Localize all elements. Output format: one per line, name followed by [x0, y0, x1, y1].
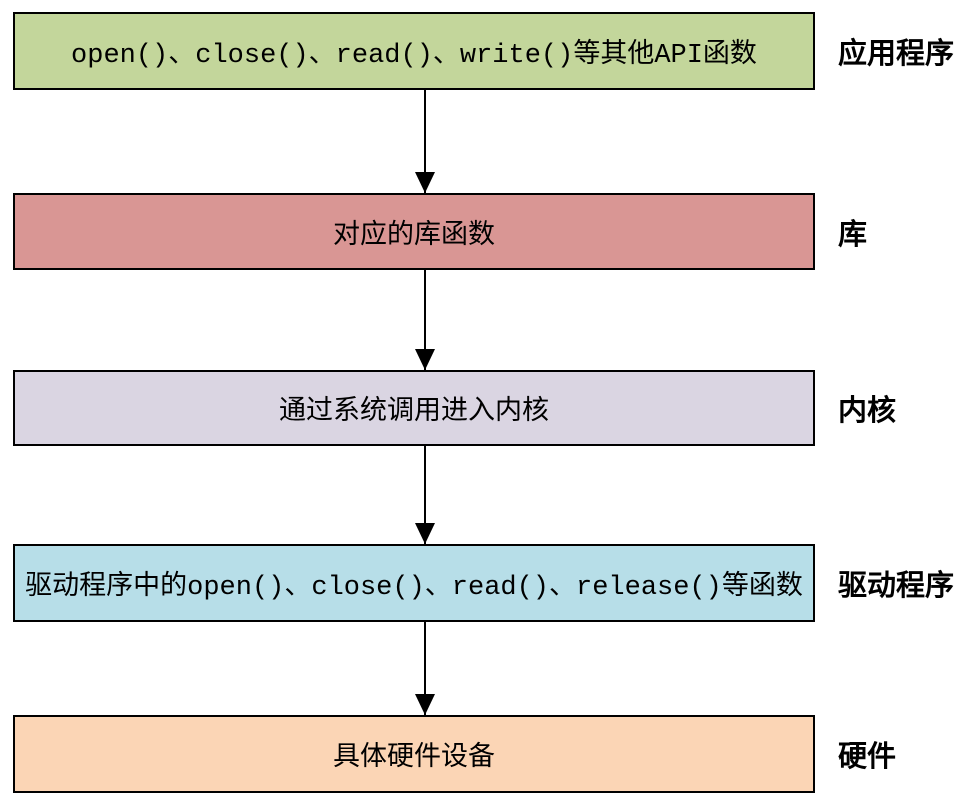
arrow-head-icon [415, 172, 435, 193]
arrow-line [424, 270, 426, 370]
arrow-line [424, 622, 426, 715]
hardware-layer-box: 具体硬件设备 [13, 715, 815, 793]
flow-arrow-driver-to-hardware [415, 622, 435, 715]
arrow-line [424, 90, 426, 193]
kernel-layer-label: 内核 [838, 395, 897, 427]
library-layer-label: 库 [838, 218, 868, 251]
flow-arrow-library-to-kernel [415, 270, 435, 370]
arrow-head-icon [415, 694, 435, 715]
kernel-layer-box: 通过系统调用进入内核 [13, 370, 815, 446]
arrow-line [424, 446, 426, 544]
flow-arrow-kernel-to-driver [415, 446, 435, 544]
hardware-layer-label: 硬件 [838, 741, 897, 773]
application-layer-label: 应用程序 [838, 38, 955, 70]
driver-layer-box: 驱动程序中的open()、close()、read()、release()等函数 [13, 544, 815, 622]
arrow-head-icon [415, 349, 435, 370]
flow-arrow-app-to-library [415, 90, 435, 193]
arrow-head-icon [415, 523, 435, 544]
application-layer-box: open()、close()、read()、write()等其他API函数 [13, 12, 815, 90]
driver-layer-label: 驱动程序 [838, 570, 955, 602]
library-layer-box: 对应的库函数 [13, 193, 815, 270]
